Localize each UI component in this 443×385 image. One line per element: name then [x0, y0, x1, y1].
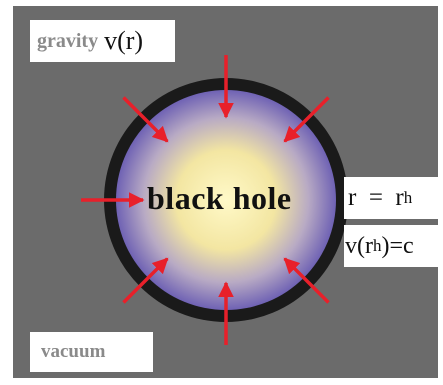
- arrow-bottom-left: [122, 257, 169, 304]
- arrow-top-left: [122, 96, 169, 143]
- vacuum-label-box: vacuum: [30, 332, 153, 372]
- black-hole-core: [116, 90, 336, 310]
- horizon-equation-text: r = r: [348, 184, 404, 211]
- horizon-subscript: h: [403, 188, 413, 207]
- velocity-equation-left: v(r: [345, 232, 373, 259]
- gravity-label-box: gravity v(r): [30, 20, 175, 62]
- arrow-top-right: [283, 96, 330, 143]
- velocity-subscript: h: [372, 236, 382, 255]
- vacuum-label: vacuum: [41, 341, 106, 362]
- black-hole-label: black hole: [147, 180, 292, 216]
- inward-arrows: [81, 55, 330, 345]
- gravity-velocity-symbol: v(r): [104, 26, 144, 55]
- arrow-bottom-right: [283, 257, 330, 304]
- velocity-equation-right: )=c: [381, 232, 414, 259]
- gravity-word: gravity: [37, 29, 99, 52]
